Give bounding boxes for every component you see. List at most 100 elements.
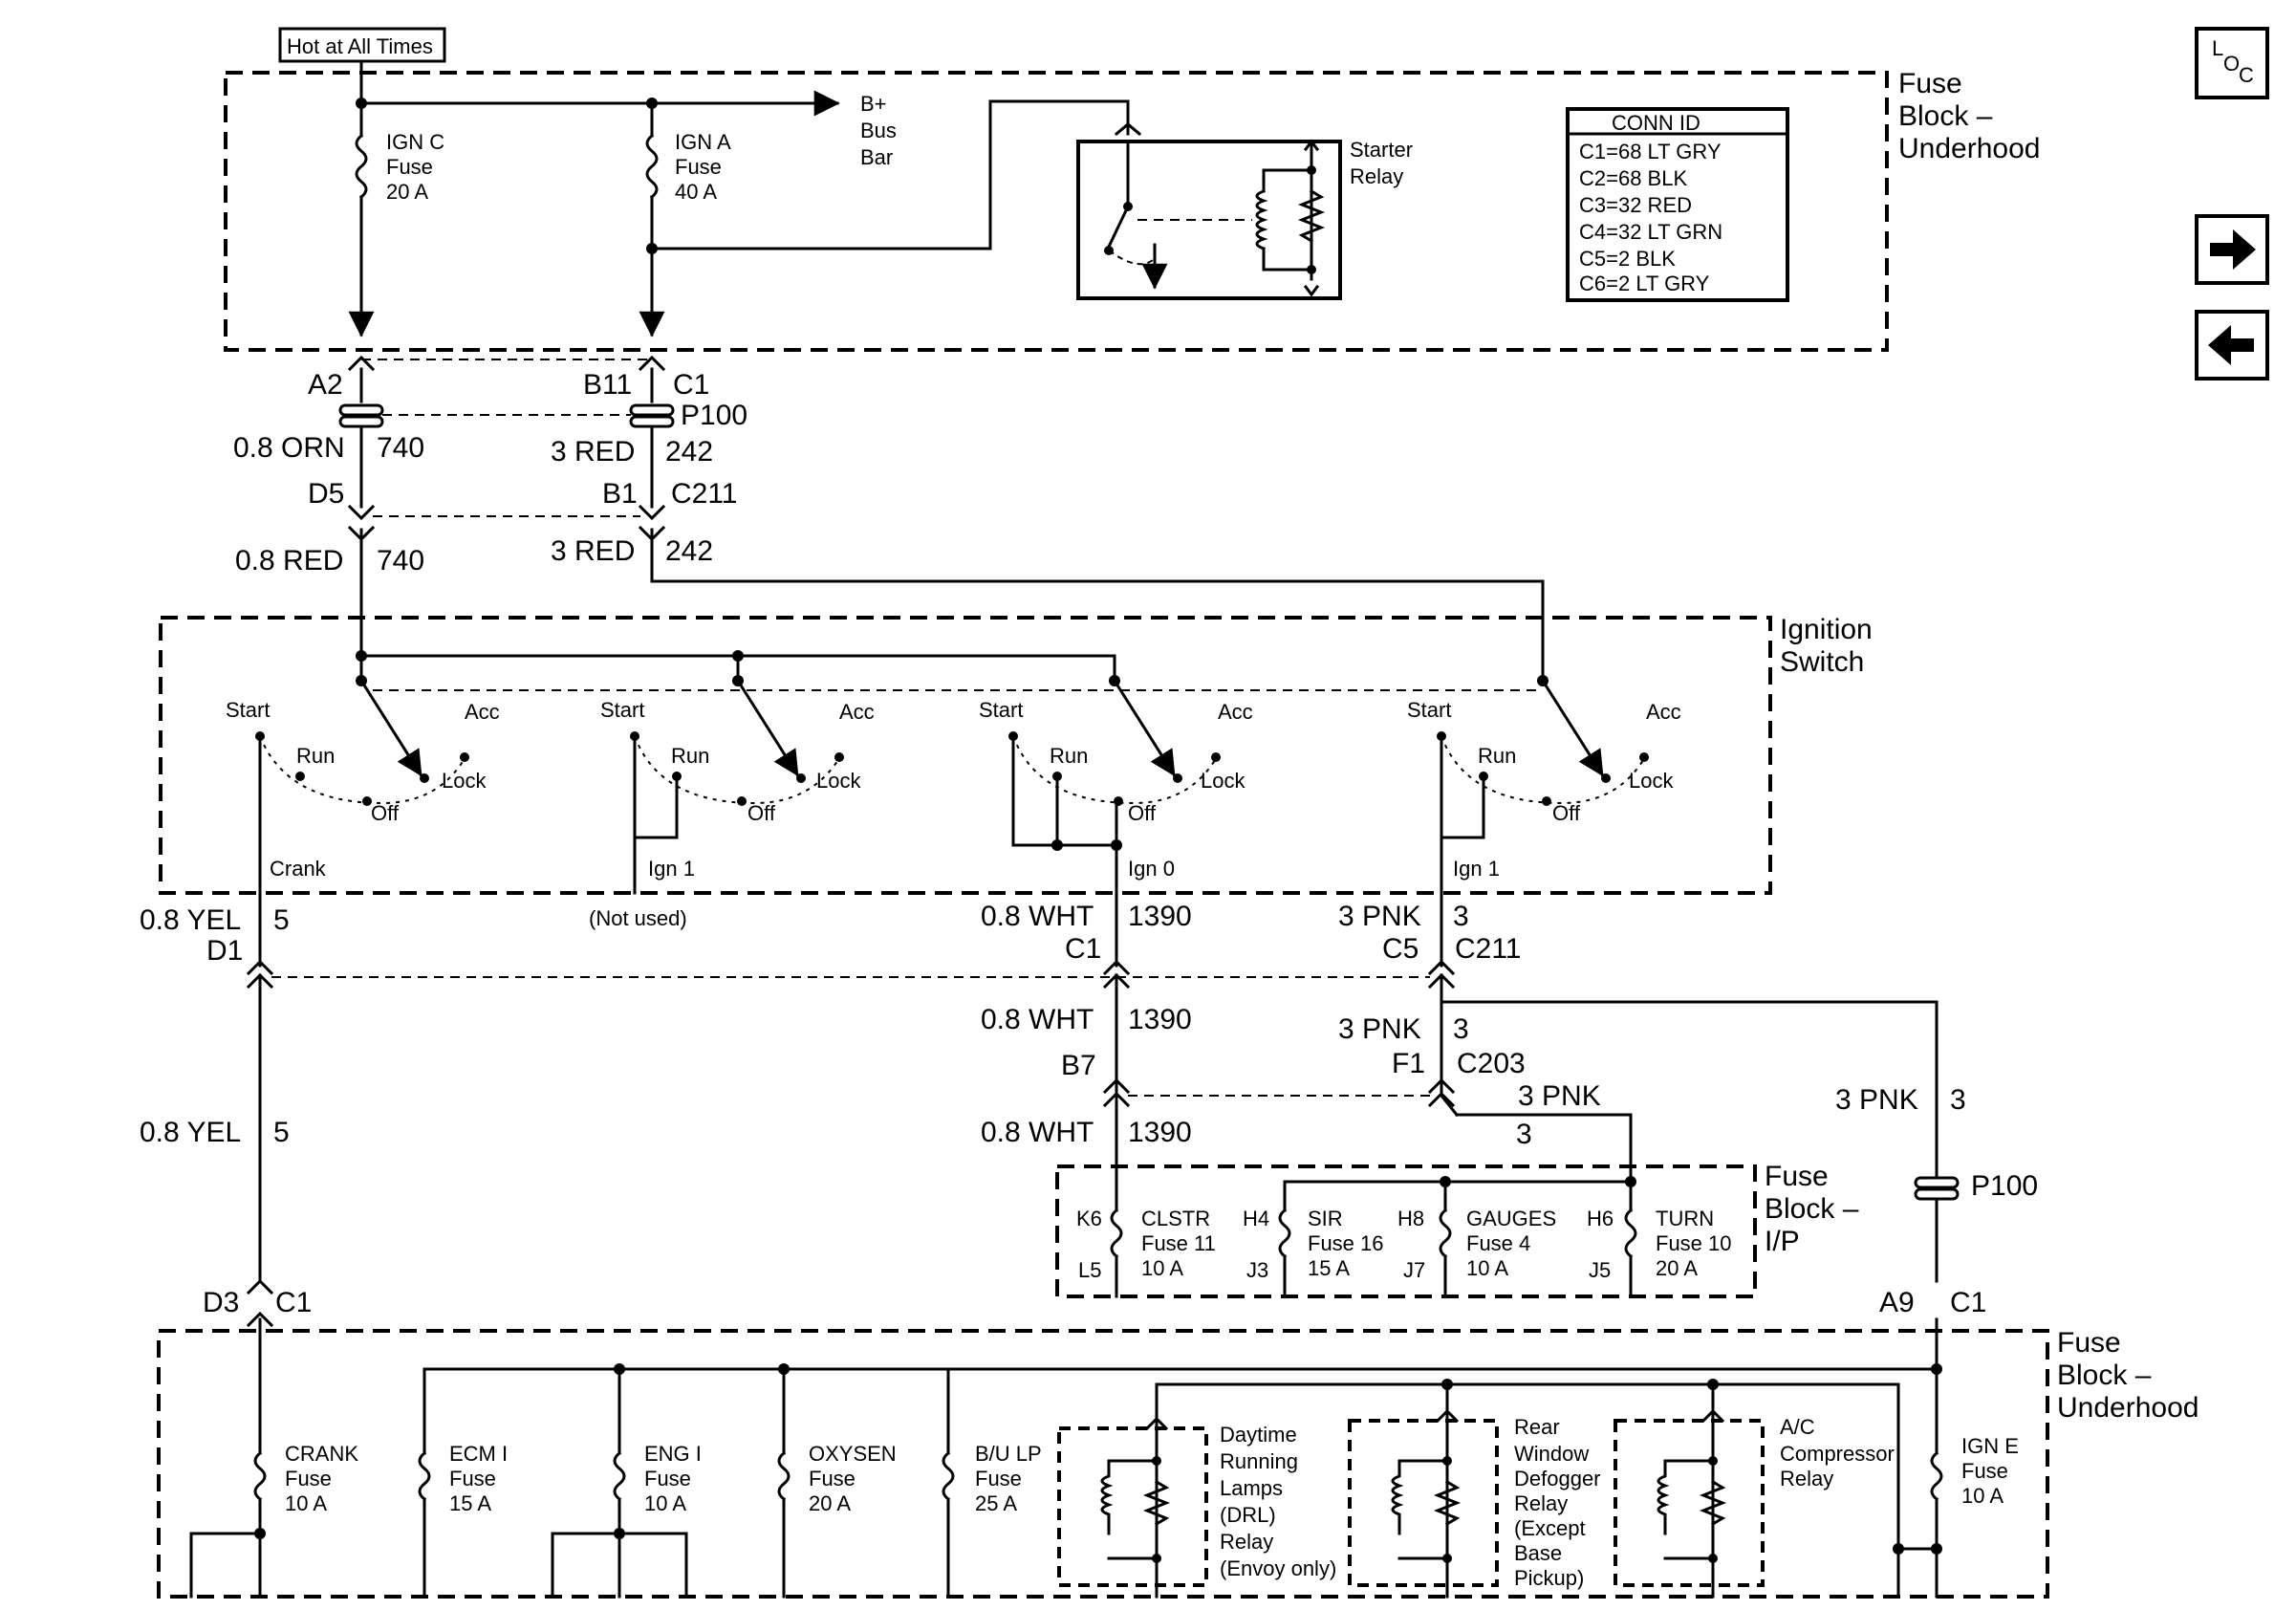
svg-text:Ign 1: Ign 1 [648,857,695,881]
svg-text:740: 740 [377,545,424,577]
svg-text:40 A: 40 A [675,180,717,204]
svg-text:0.8 WHT: 0.8 WHT [981,901,1094,932]
svg-text:Off: Off [371,801,400,825]
svg-text:(Not used): (Not used) [589,906,687,930]
svg-text:Off: Off [1128,801,1157,825]
svg-text:(Envoy only): (Envoy only) [1220,1556,1336,1580]
svg-text:5: 5 [273,1117,290,1148]
svg-text:3 RED: 3 RED [551,436,635,468]
svg-text:K6: K6 [1076,1207,1102,1230]
svg-text:15 A: 15 A [1308,1256,1350,1280]
switch-section-2: Start Run Acc Lock Off Ign 1 (Not used) [589,654,875,930]
svg-text:Start: Start [1407,698,1451,722]
svg-text:ENG I: ENG I [644,1442,702,1466]
svg-text:3 RED: 3 RED [551,535,635,567]
svg-text:IGN C: IGN C [386,130,444,154]
bulp-fuse: B/U LP Fuse 25 A [942,1367,1042,1599]
svg-text:Relay: Relay [1350,164,1403,188]
svg-text:SIR: SIR [1308,1207,1343,1230]
sir-fuse: H4 J3 SIR Fuse 16 15 A [1243,1207,1384,1298]
svg-text:B1: B1 [602,478,638,510]
svg-text:C211: C211 [1455,933,1522,965]
loc-button[interactable]: L O C [2195,27,2269,99]
svg-text:Fuse: Fuse [975,1467,1022,1490]
svg-text:Block –: Block – [2057,1360,2152,1391]
svg-text:1390: 1390 [1128,901,1192,932]
ign-c-fuse: IGN C Fuse 20 A [348,101,444,337]
svg-text:A2: A2 [308,369,343,401]
svg-text:Fuse: Fuse [386,155,433,179]
svg-text:0.8 YEL: 0.8 YEL [140,904,241,936]
mid-connectors: 0.8 YEL 5 D1 0.8 WHT 1390 C1 3 PNK 3 C5 … [140,901,2038,1283]
svg-text:0.8 RED: 0.8 RED [235,545,343,577]
svg-text:740: 740 [377,432,424,464]
svg-text:10 A: 10 A [1961,1484,2004,1508]
ign-a-fuse: IGN A Fuse 40 A [639,99,1142,337]
svg-text:Run: Run [671,744,709,768]
svg-text:Switch: Switch [1780,646,1864,678]
next-page-button[interactable] [2195,214,2269,285]
svg-text:B/U LP: B/U LP [975,1442,1042,1466]
svg-text:L: L [2212,36,2223,60]
p100-splice-right: P100 [1914,1170,2038,1202]
svg-text:CLSTR: CLSTR [1141,1207,1210,1230]
svg-text:3 PNK: 3 PNK [1835,1084,1918,1116]
svg-text:D5: D5 [308,478,344,510]
svg-text:Underhood: Underhood [1898,133,2040,164]
svg-text:Base: Base [1514,1541,1562,1565]
svg-text:Crank: Crank [270,857,327,881]
previous-page-button[interactable] [2195,310,2269,381]
svg-text:Lock: Lock [442,769,487,793]
svg-text:B7: B7 [1061,1050,1096,1081]
svg-text:C1: C1 [275,1287,312,1318]
svg-text:Fuse: Fuse [285,1467,332,1490]
svg-text:Block –: Block – [1898,100,1993,132]
svg-text:F1: F1 [1392,1048,1425,1079]
svg-text:H8: H8 [1397,1207,1424,1230]
svg-text:Start: Start [226,698,270,722]
svg-text:0.8 WHT: 0.8 WHT [981,1117,1094,1148]
rear-defogger-relay: Rear Window Defogger Relay (Except Base … [1348,1382,1601,1599]
svg-text:3: 3 [1453,1013,1469,1045]
svg-text:C3=32 RED: C3=32 RED [1579,193,1692,217]
svg-text:B+: B+ [860,92,887,116]
starter-relay: Starter Relay [1076,138,1413,300]
svg-text:A9: A9 [1879,1287,1915,1318]
arrow-right-icon [2210,229,2256,270]
svg-text:Fuse: Fuse [449,1467,496,1490]
svg-text:D3: D3 [203,1287,239,1318]
fuse-block-underhood-top: Fuse Block – Underhood [224,68,2040,352]
svg-text:(Except: (Except [1514,1516,1586,1540]
svg-text:Acc: Acc [1218,700,1253,724]
drl-relay: Daytime Running Lamps (DRL) Relay (Envoy… [1057,1382,1336,1599]
fuse-block-underhood-bottom: Fuse Block – Underhood D3 C1 A9 C1 CRANK… [157,1278,2199,1599]
ecm-fuse: ECM I Fuse 15 A [418,1367,508,1599]
svg-text:P100: P100 [1971,1170,2038,1202]
svg-text:Fuse: Fuse [809,1467,856,1490]
switch-section-1: Start Run Acc Lock Off Crank [226,654,500,968]
svg-text:Fuse: Fuse [1765,1161,1829,1192]
svg-text:J3: J3 [1246,1258,1268,1282]
svg-text:Run: Run [296,744,335,768]
ac-compressor-relay: A/C Compressor Relay [1614,1382,1895,1599]
svg-text:Acc: Acc [839,700,875,724]
svg-text:J7: J7 [1403,1258,1425,1282]
svg-text:Lamps: Lamps [1220,1476,1283,1500]
svg-text:Starter: Starter [1350,138,1413,162]
svg-text:Bus: Bus [860,119,897,142]
svg-text:C2=68 BLK: C2=68 BLK [1579,166,1687,190]
svg-text:0.8 WHT: 0.8 WHT [981,1004,1094,1035]
svg-text:3 PNK: 3 PNK [1338,901,1421,932]
svg-text:H6: H6 [1587,1207,1614,1230]
switch-section-4: Start Run Acc Lock Off Ign 1 [1407,675,1681,968]
svg-text:20 A: 20 A [809,1491,851,1515]
svg-text:3: 3 [1950,1084,1966,1116]
svg-text:Start: Start [979,698,1023,722]
svg-text:Fuse: Fuse [1961,1459,2008,1483]
svg-text:0.8 YEL: 0.8 YEL [140,1117,241,1148]
svg-text:TURN: TURN [1656,1207,1714,1230]
svg-text:242: 242 [665,436,713,468]
p100-splice-top: P100 [338,400,747,431]
svg-text:C5=2 BLK: C5=2 BLK [1579,247,1676,271]
svg-text:ECM I: ECM I [449,1442,508,1466]
